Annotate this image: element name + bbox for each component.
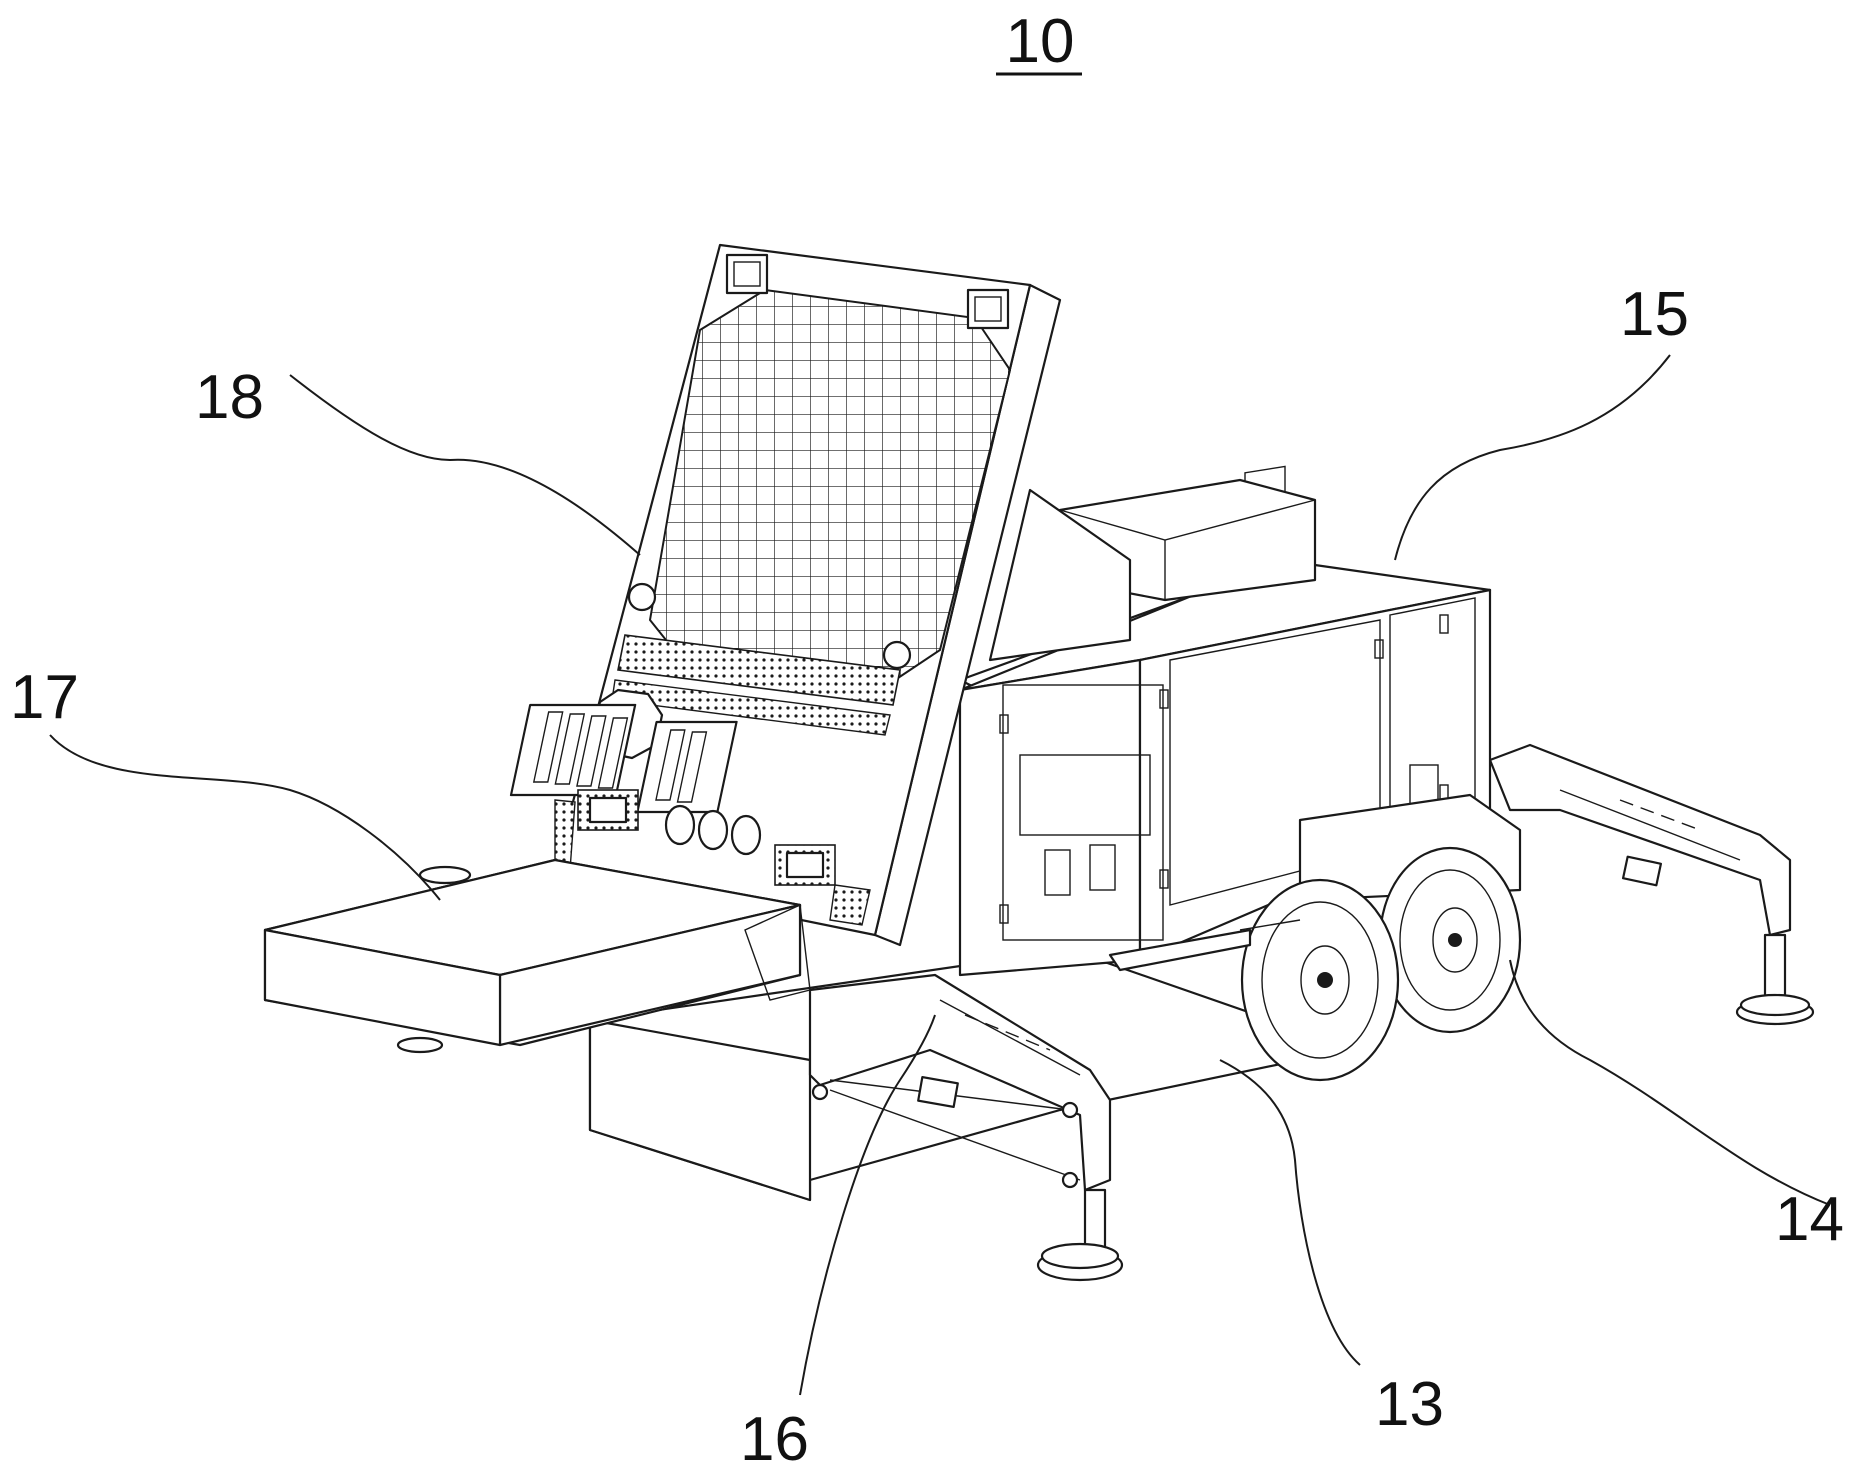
leader-15	[1395, 355, 1670, 560]
leader-17	[50, 735, 440, 900]
figure-number: 10	[996, 7, 1082, 76]
rear-outrigger	[1490, 745, 1813, 1024]
leader-18	[290, 375, 640, 555]
ref-label-16: 16	[740, 1405, 809, 1473]
ref-label-17: 17	[10, 663, 79, 732]
figure-number-text: 10	[1006, 7, 1075, 76]
ref-label-15: 15	[1620, 280, 1689, 349]
ref-label-13: 13	[1375, 1370, 1444, 1439]
leader-13	[1220, 1060, 1360, 1365]
ref-label-18: 18	[195, 363, 264, 432]
ref-label-14: 14	[1775, 1185, 1844, 1254]
